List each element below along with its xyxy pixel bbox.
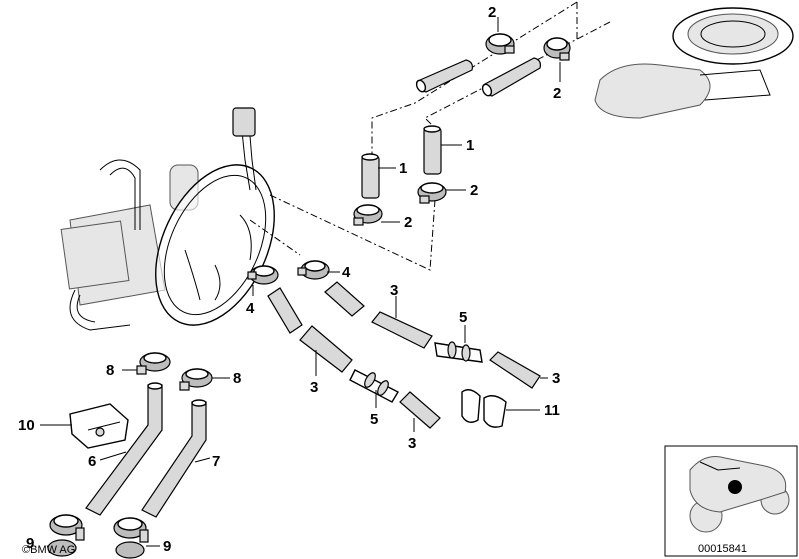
- long-hose: [141, 399, 207, 518]
- hose-clamp: [543, 37, 571, 61]
- callout-1: 1: [399, 160, 407, 177]
- callout-2: 2: [553, 85, 561, 102]
- hose-section: [324, 281, 365, 317]
- callout-6: 6: [88, 453, 96, 470]
- leader-line: [424, 21, 611, 126]
- callout-3: 3: [552, 370, 560, 387]
- leader-line: [269, 194, 436, 271]
- callout-8: 8: [233, 370, 241, 387]
- hose-section: [399, 391, 441, 429]
- hose-clamp: [136, 352, 171, 375]
- hose-section: [415, 59, 473, 93]
- callout-8: 8: [106, 362, 114, 379]
- callout-1: 1: [466, 137, 474, 154]
- callout-4: 4: [246, 300, 255, 317]
- callout-9: 9: [163, 538, 171, 555]
- long-hose: [85, 382, 163, 516]
- callout-7: 7: [212, 453, 220, 470]
- hose-section: [361, 153, 380, 199]
- hose-clamp: [297, 260, 330, 280]
- hose-holder: [69, 403, 129, 449]
- hose-clamp: [179, 368, 213, 391]
- hose-clip: [461, 389, 507, 428]
- hose-connector: [434, 341, 483, 363]
- callout-5: 5: [370, 411, 378, 428]
- hose-clamp: [113, 517, 149, 559]
- callout-3: 3: [390, 282, 398, 299]
- leader-line: [371, 1, 578, 160]
- callout-9: 9: [26, 535, 34, 552]
- hose-section: [423, 125, 442, 175]
- leader-line: [249, 219, 301, 256]
- copyright-text: ©BMW AG: [22, 544, 75, 556]
- hose-section: [481, 57, 541, 97]
- filler-flange-assembly: [594, 7, 794, 119]
- hose-clamp: [417, 182, 447, 204]
- callout-3: 3: [310, 379, 318, 396]
- hose-section: [299, 325, 353, 373]
- hose-section: [371, 311, 433, 349]
- hose-section: [489, 351, 541, 389]
- callout-4: 4: [342, 264, 351, 281]
- fuel-pump-assembly: [60, 107, 275, 331]
- hose-clamp: [353, 204, 383, 226]
- callout-5: 5: [459, 309, 467, 326]
- callout-2: 2: [470, 182, 478, 199]
- location-marker-icon: [728, 480, 742, 494]
- drawing-number: 00015841: [698, 543, 747, 555]
- hose-clamp: [247, 265, 279, 285]
- callout-2: 2: [404, 214, 412, 231]
- callout-10: 10: [18, 417, 35, 434]
- motorcycle-thumbnail: 00015841: [664, 445, 798, 557]
- hose-section: [267, 287, 303, 334]
- callout-2: 2: [488, 4, 496, 21]
- hose-clamp: [485, 33, 515, 55]
- hose-connector: [349, 369, 399, 403]
- callout-3: 3: [408, 435, 416, 452]
- callout-leaders: [40, 17, 561, 547]
- hose-clamp: [47, 514, 85, 557]
- callout-11: 11: [544, 402, 560, 419]
